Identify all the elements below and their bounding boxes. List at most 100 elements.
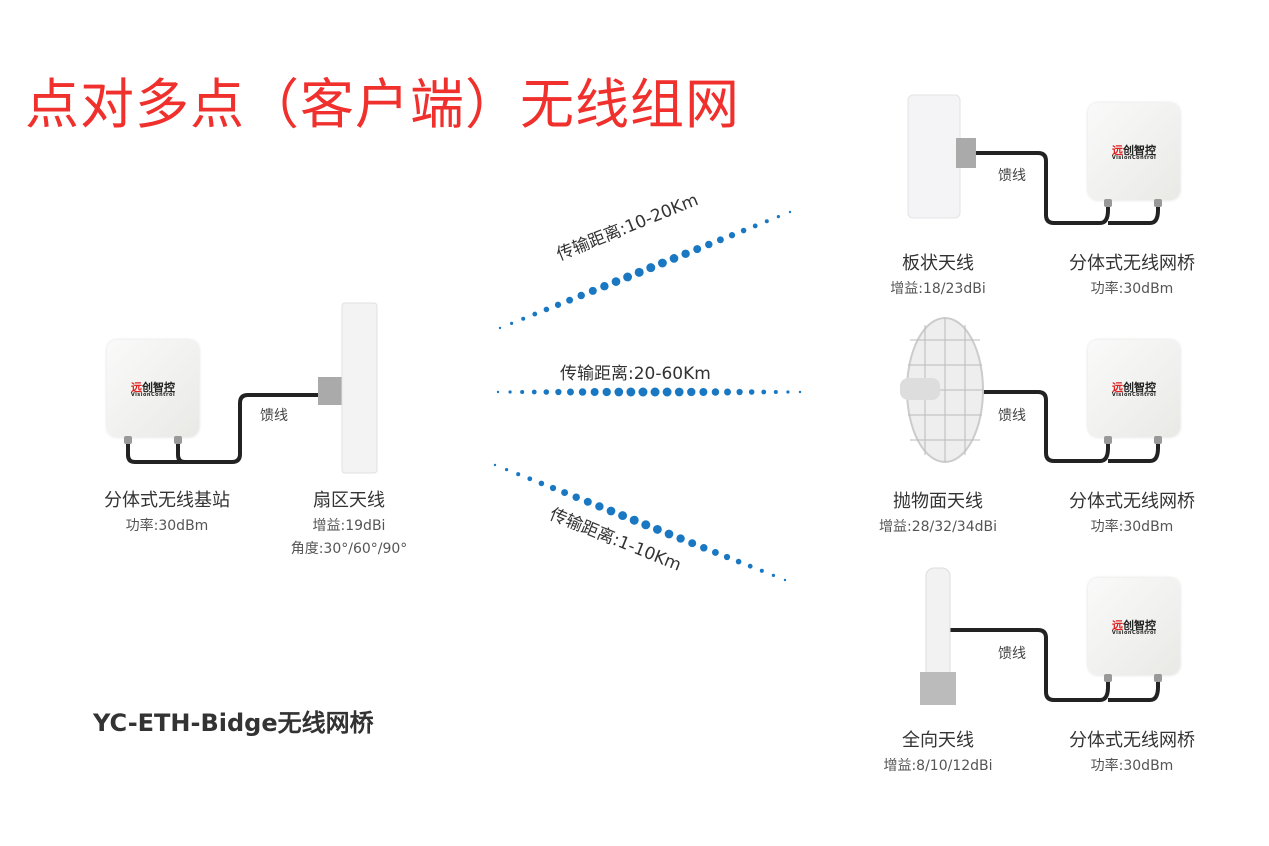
panel-antenna-bracket xyxy=(956,138,976,168)
signal-dot xyxy=(711,388,720,396)
signal-dot xyxy=(508,390,512,394)
signal-dot xyxy=(693,245,702,254)
panel-antenna xyxy=(907,94,961,219)
signal-dot xyxy=(543,389,550,395)
signal-dot xyxy=(516,472,521,477)
signal-dot xyxy=(650,387,660,397)
signal-dot xyxy=(566,296,574,304)
signal-dot xyxy=(700,544,708,552)
signal-dot xyxy=(493,463,497,467)
signal-dot xyxy=(776,215,781,219)
signal-dot xyxy=(786,390,790,394)
feeder-cables xyxy=(126,151,1160,702)
signal-dot xyxy=(699,388,708,396)
signal-dot xyxy=(572,493,580,501)
client2-antenna-label: 抛物面天线增益:28/32/34dBi xyxy=(879,491,997,535)
signal-dot xyxy=(543,306,550,313)
signal-dot xyxy=(676,534,685,543)
signal-dot xyxy=(549,484,557,492)
sector-antenna xyxy=(341,302,378,474)
client3-device-label: 分体式无线网桥功率:30dBm xyxy=(1069,730,1195,774)
base-cable-2 xyxy=(176,440,186,464)
signal-dot xyxy=(509,321,514,325)
signal-dot xyxy=(520,389,525,395)
signal-dot xyxy=(664,529,674,539)
parabolic-dish-antenna xyxy=(900,317,984,463)
signal-dot xyxy=(724,388,731,396)
signal-dot xyxy=(600,282,609,291)
signal-dot xyxy=(531,389,537,395)
signal-dot xyxy=(740,227,747,234)
signal-dot xyxy=(641,520,651,530)
signal-dot xyxy=(761,389,767,395)
signal-dot xyxy=(736,388,743,396)
signal-dot xyxy=(606,506,616,516)
signal-dot xyxy=(646,263,656,273)
base-station-label: 分体式无线基站功率:30dBm xyxy=(104,490,230,534)
signal-dot xyxy=(735,558,742,565)
signal-dot xyxy=(567,388,574,396)
signal-links xyxy=(493,210,802,582)
client1-device-label: 分体式无线网桥功率:30dBm xyxy=(1069,253,1195,297)
signal-dot xyxy=(614,387,624,397)
signal-dot xyxy=(583,497,592,506)
signal-dot xyxy=(657,258,667,268)
signal-dot xyxy=(554,301,562,308)
client3-antenna-label: 全向天线增益:8/10/12dBi xyxy=(883,730,993,774)
feeder-label: 馈线 xyxy=(260,408,288,424)
signal-dot xyxy=(595,502,604,511)
signal-dot xyxy=(590,388,599,396)
client3-cable xyxy=(950,628,1160,702)
signal-dot xyxy=(623,272,633,282)
signal-dot xyxy=(538,480,545,487)
signal-dot xyxy=(747,563,753,569)
signal-dot xyxy=(662,387,672,397)
feeder-label: 馈线 xyxy=(998,168,1026,184)
signal-dot xyxy=(561,489,569,497)
signal-dot xyxy=(688,539,697,548)
client1-cable xyxy=(975,151,1160,225)
signal-dot xyxy=(577,291,585,300)
signal-dot xyxy=(652,524,662,534)
signal-dot xyxy=(602,387,611,397)
client2-device-label: 分体式无线网桥功率:30dBm xyxy=(1069,491,1195,535)
signal-dot xyxy=(788,210,792,214)
sector-antenna-bracket xyxy=(318,377,344,405)
signal-dot xyxy=(578,388,587,396)
signal-dot xyxy=(674,387,684,397)
signal-dot xyxy=(771,573,776,578)
signal-dot xyxy=(504,467,509,472)
signal-dot xyxy=(532,311,538,317)
base-cable xyxy=(126,393,320,464)
signal-dot xyxy=(752,223,758,229)
signal-dot xyxy=(723,553,731,561)
feeder-label: 馈线 xyxy=(998,646,1026,662)
signal-dot xyxy=(496,390,500,394)
feeder-label: 馈线 xyxy=(998,408,1026,424)
client1-antenna-label: 板状天线增益:18/23dBi xyxy=(890,253,986,297)
omni-antenna xyxy=(925,567,951,681)
page-title: 点对多点（客户端）无线组网 xyxy=(25,73,740,136)
signal-dot xyxy=(527,476,533,482)
signal-dot xyxy=(521,316,526,321)
signal-dot xyxy=(498,326,502,330)
signal-dot xyxy=(711,548,719,556)
signal-dot xyxy=(705,240,713,249)
signal-dot xyxy=(773,389,778,395)
signal-dot xyxy=(618,511,628,521)
product-name: YC-ETH-Bidge无线网桥 xyxy=(93,709,374,737)
signal-dot xyxy=(764,219,769,224)
signal-dot xyxy=(588,286,597,295)
signal-dot xyxy=(634,267,644,277)
signal-dot xyxy=(629,515,639,525)
link-distance-2: 传输距离:20-60Km xyxy=(560,364,711,384)
signal-dot xyxy=(669,254,679,263)
signal-dot xyxy=(798,390,802,394)
signal-dot xyxy=(716,236,724,244)
